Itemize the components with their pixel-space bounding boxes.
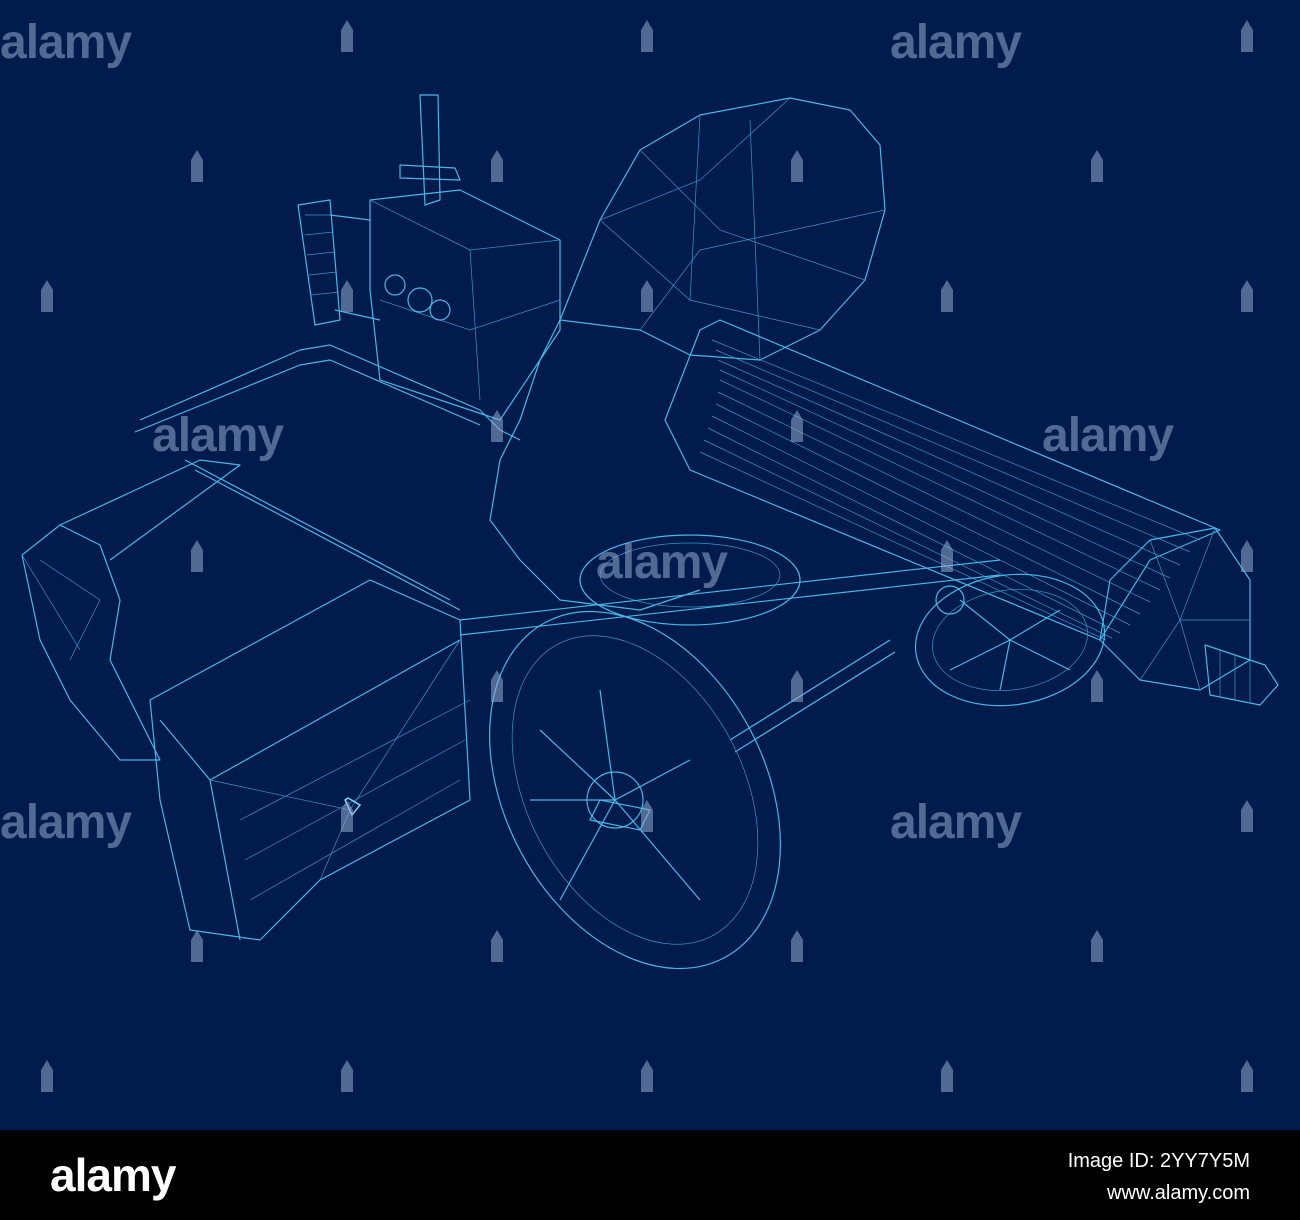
wheel-front xyxy=(489,610,781,970)
watermark: alamy xyxy=(152,409,284,462)
watermark: alamy xyxy=(1042,409,1174,462)
trail-frame xyxy=(21,344,521,761)
gun-shield xyxy=(489,97,886,611)
watermark: alamy xyxy=(596,536,728,589)
watermark: alamy xyxy=(890,796,1022,849)
ammo-box xyxy=(149,579,471,941)
barrel-jacket xyxy=(664,319,1279,706)
watermark: alamy xyxy=(0,796,132,849)
watermark: alamy xyxy=(0,16,132,69)
watermark: alamy xyxy=(890,16,1022,69)
footer-bar: alamy Image ID: 2YY7Y5M www.alamy.com xyxy=(0,1130,1300,1220)
traverse-ring xyxy=(579,534,801,626)
wheel-rear xyxy=(914,573,1106,707)
site-url: www.alamy.com xyxy=(1107,1182,1250,1204)
image-canvas: alamy alamy alamy alamy alamy alamy alam… xyxy=(0,16,1279,1092)
image-id: Image ID: 2YY7Y5M xyxy=(1067,1150,1250,1172)
axle xyxy=(459,559,1001,753)
footer-logo: alamy xyxy=(50,1149,176,1201)
machine-gun-wireframe xyxy=(21,94,1279,970)
receiver xyxy=(369,94,561,421)
rear-handle xyxy=(297,199,381,326)
